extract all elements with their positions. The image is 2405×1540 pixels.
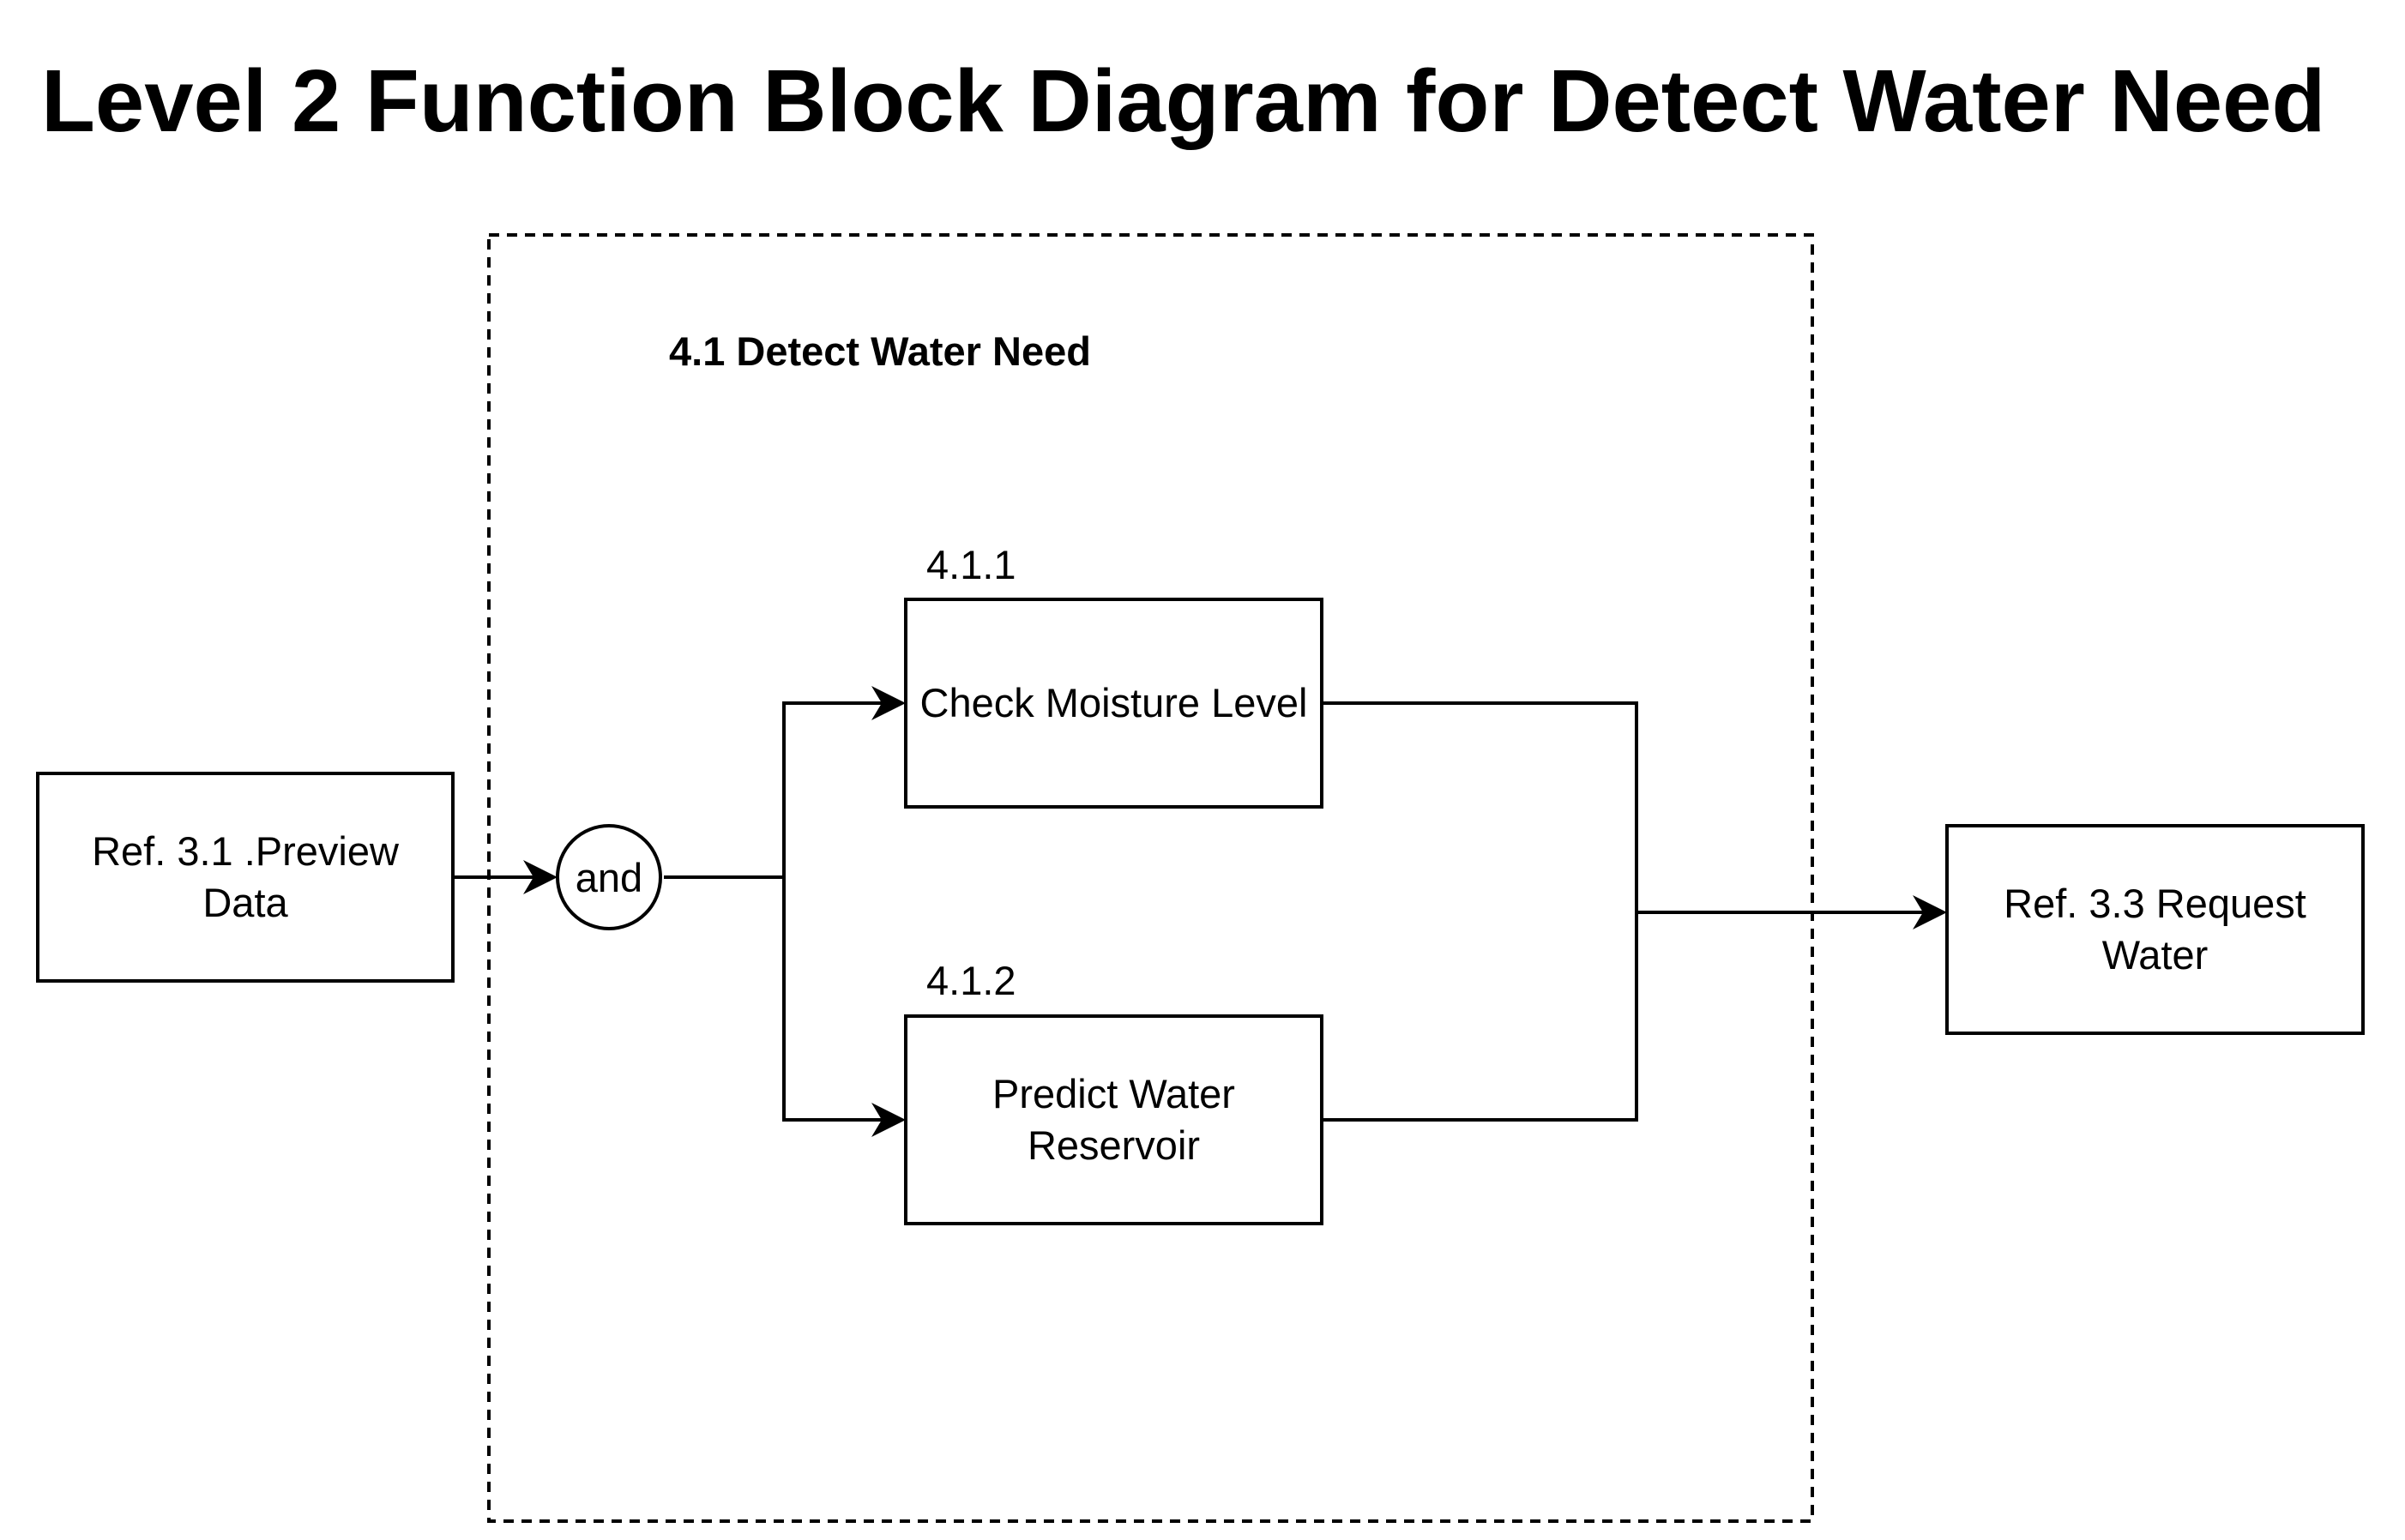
output-block-label: Ref. 3.3 Request Water xyxy=(2004,881,2306,978)
and-gate: and xyxy=(556,824,662,930)
connector-predict-water-to-merge xyxy=(1323,912,1638,1122)
connector-split-to-check-moisture xyxy=(782,686,906,877)
and-gate-label: and xyxy=(575,854,643,900)
page-title: Level 2 Function Block Diagram for Detec… xyxy=(41,51,2326,150)
function-block-predict-water: Predict Water Reservoir xyxy=(904,1014,1323,1225)
function-id-4-1-1: 4.1.1 xyxy=(926,542,1016,587)
input-block: Ref. 3.1 .Preview Data xyxy=(36,772,455,983)
function-label-predict-water: Predict Water Reservoir xyxy=(992,1071,1235,1168)
group-label: 4.1 Detect Water Need xyxy=(669,328,1091,374)
connector-split-to-predict-water xyxy=(782,877,906,1137)
function-label-check-moisture: Check Moisture Level xyxy=(919,680,1308,725)
function-id-4-1-2: 4.1.2 xyxy=(926,958,1016,1003)
function-block-check-moisture: Check Moisture Level xyxy=(904,598,1323,809)
input-block-label: Ref. 3.1 .Preview Data xyxy=(92,828,399,925)
output-block: Ref. 3.3 Request Water xyxy=(1945,824,2365,1035)
connector-check-moisture-to-merge xyxy=(1323,701,1638,912)
